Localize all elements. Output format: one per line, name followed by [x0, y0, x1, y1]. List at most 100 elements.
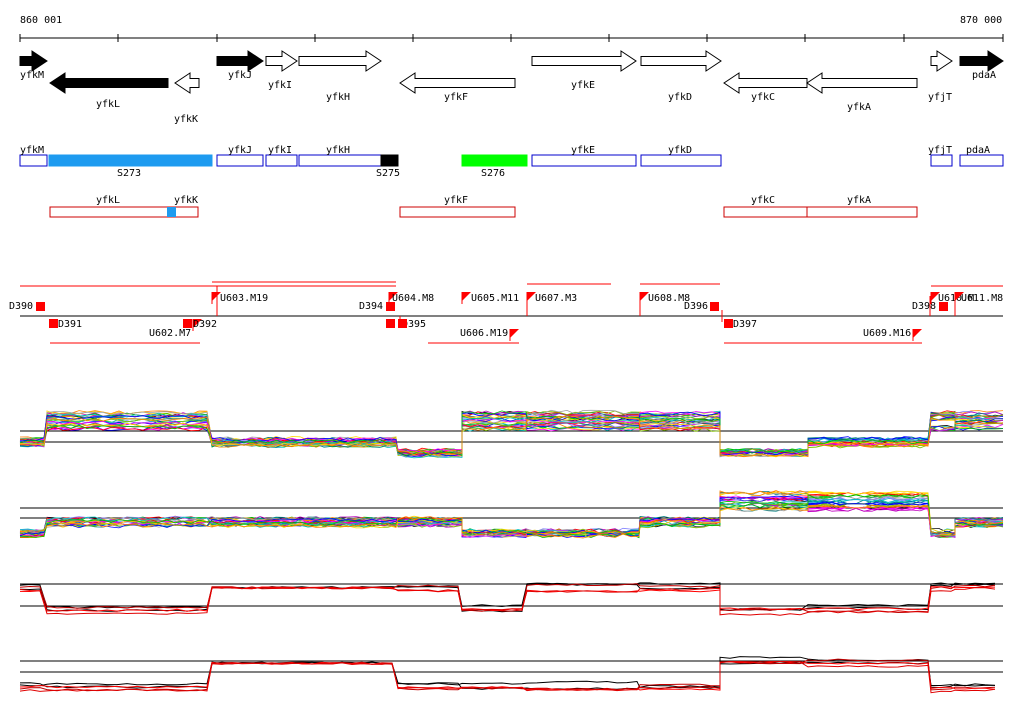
profile-line: [19, 495, 1004, 538]
marker-label-D390: D390: [9, 301, 33, 312]
marker-label-U604.M8: U604.M8: [392, 293, 434, 304]
profile-line: [19, 412, 1004, 457]
gene-arrow-yfkL: [49, 72, 169, 94]
gene-label-yfkH: yfkH: [326, 92, 350, 103]
gene-label-yfkE: yfkE: [571, 80, 595, 91]
gene-arrow-yfkF: [399, 72, 516, 94]
gene-label-yfkK: yfkK: [174, 114, 198, 125]
segment-S275: [380, 154, 399, 167]
gene-arrow-yfkJ: [216, 50, 264, 72]
segment-label-S275: S275: [376, 168, 400, 179]
profile-line: [19, 412, 1004, 456]
profile-line: [19, 490, 1004, 536]
marker-flag-U608.M8: [640, 292, 649, 301]
marker-flag-U604.M8: [389, 292, 398, 301]
gene-arrow-yfkK: [174, 72, 200, 94]
marker-square-D397: [724, 319, 733, 328]
segment-S273: [48, 154, 213, 167]
profile-line: [19, 491, 1004, 537]
marker-square-extra: [398, 319, 407, 328]
marker-flag-U607.M3: [527, 292, 536, 301]
segment-yfkJ: [216, 154, 264, 167]
profile-line: [19, 413, 1004, 458]
expression-summary-track: [19, 582, 1003, 616]
gene-arrow-yfjT: [930, 50, 953, 72]
gene-label-yfkA: yfkA: [847, 102, 871, 113]
marker-square-U602.M7: [183, 319, 192, 328]
gene-label-yfkD: yfkD: [668, 92, 692, 103]
gene-arrow-yfkD: [640, 50, 722, 72]
marker-label-U608.M8: U608.M8: [648, 293, 690, 304]
marker-label-U607.M3: U607.M3: [535, 293, 577, 304]
segment-S276: [461, 154, 528, 167]
segment-label-yfjT: yfjT: [928, 145, 952, 156]
summary-line: [19, 583, 996, 614]
coordinate-ruler: 860 001 870 000: [19, 15, 1004, 42]
segment-minus-label-yfkC: yfkC: [751, 195, 775, 206]
gene-label-yfkF: yfkF: [444, 92, 468, 103]
marker-label-U606.M19: U606.M19: [460, 328, 508, 339]
segment-pdaA: [959, 154, 1004, 167]
marker-label-U603.M19: U603.M19: [220, 293, 268, 304]
marker-square-D390: [36, 302, 45, 311]
marker-label-U602.M7: U602.M7: [149, 328, 191, 339]
segment-label-yfkH: yfkH: [326, 145, 350, 156]
marker-label-D397: D397: [733, 319, 757, 330]
marker-flag-D392: [193, 319, 202, 328]
profile-line: [19, 498, 1004, 536]
profile-line: [19, 410, 1004, 457]
segment-yfkM: [19, 154, 48, 167]
profile-line: [19, 410, 1004, 456]
profile-line: [19, 410, 1004, 457]
marker-flag-U610.M: [931, 292, 940, 301]
segment-yfjT: [930, 154, 953, 167]
summary-line: [19, 661, 996, 694]
marker-square-D396: [710, 302, 719, 311]
marker-square-D391: [49, 319, 58, 328]
segment-yfkE: [531, 154, 637, 167]
gene-arrow-yfkC: [723, 72, 808, 94]
gene-label-yfkC: yfkC: [751, 92, 775, 103]
gene-arrow-yfkM: [19, 50, 48, 72]
segment-yfkH: [298, 154, 382, 167]
profile-line: [19, 415, 1003, 457]
profile-line: [19, 504, 1004, 536]
segment-minus-label-yfkL: yfkL: [96, 195, 120, 206]
profile-line: [19, 410, 1004, 455]
segment-yfkD: [640, 154, 722, 167]
gene-label-yfkL: yfkL: [96, 99, 120, 110]
ruler-ticks: [19, 34, 1004, 42]
marker-flag-U609.M16: [913, 329, 922, 338]
profile-line: [19, 414, 1004, 455]
segment-minus-label-yfkK: yfkK: [174, 195, 198, 206]
segment-label-S273: S273: [117, 168, 141, 179]
marker-square-D398: [939, 302, 948, 311]
segment-label-yfkD: yfkD: [668, 145, 692, 156]
marker-square-D395: [386, 319, 395, 328]
gene-arrow-yfkI: [265, 50, 298, 72]
gene-label-yfkI: yfkI: [268, 80, 292, 91]
expression-multi-track: [19, 409, 1004, 459]
segment-minus-yfkA: [806, 206, 918, 218]
expression-summary-track: [19, 656, 1003, 694]
expression-tracks: [19, 409, 1004, 694]
marker-label-D396: D396: [684, 301, 708, 312]
marker-label-U605.M11: U605.M11: [471, 293, 519, 304]
gene-arrow-yfkA: [806, 72, 918, 94]
segment-minus-label-yfkA: yfkA: [847, 195, 871, 206]
profile-line: [19, 412, 1004, 454]
segment-label-yfkM: yfkM: [20, 145, 44, 156]
profile-line: [19, 411, 1004, 457]
expression-multi-track: [19, 490, 1004, 539]
marker-flag-U611.M8: [955, 292, 964, 301]
segment-minus-highlight: [167, 207, 176, 217]
ruler-start-label: 860 001: [20, 15, 62, 26]
gene-label-yfkM: yfkM: [20, 70, 44, 81]
segment-label-yfkE: yfkE: [571, 145, 595, 156]
segment-label-yfkI: yfkI: [268, 145, 292, 156]
marker-label-U609.M16: U609.M16: [863, 328, 911, 339]
segment-yfkI: [265, 154, 298, 167]
marker-flag-U605.M11: [462, 292, 471, 301]
